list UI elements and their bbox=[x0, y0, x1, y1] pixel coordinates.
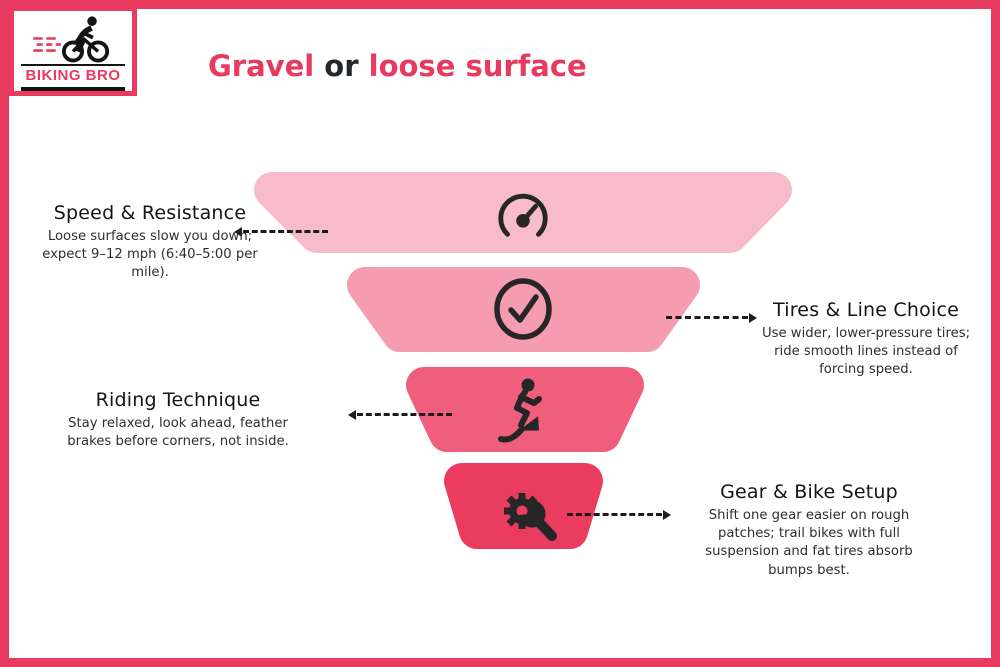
tier-3-arrow bbox=[348, 409, 452, 420]
tier-1-arrow bbox=[234, 226, 328, 237]
funnel-tier-1-shape bbox=[254, 172, 792, 253]
tier-1-heading: Speed & Resistance bbox=[53, 202, 247, 224]
cyclist-icon bbox=[33, 16, 110, 63]
logo-brand-text: BIKING BRO bbox=[25, 67, 121, 85]
funnel-diagram bbox=[254, 172, 792, 549]
gear-hole bbox=[516, 505, 528, 517]
tier-1-description: Loose surfaces slow you down; expect 9–1… bbox=[42, 229, 258, 281]
speedometer-icon bbox=[498, 193, 548, 237]
tier-4-arrow bbox=[567, 509, 671, 520]
tier-2-heading: Tires & Line Choice bbox=[773, 299, 959, 321]
title-part-3: loose surface bbox=[368, 49, 587, 83]
check-circle-icon bbox=[494, 278, 552, 340]
tier-3-text-block: Riding Technique Stay relaxed, look ahea… bbox=[62, 389, 294, 451]
title-part-1: Gravel bbox=[208, 49, 315, 83]
tier-1-text-block: Speed & Resistance Loose surfaces slow y… bbox=[31, 202, 269, 283]
tier-4-description: Shift one gear easier on rough patches; … bbox=[705, 508, 913, 578]
title-part-2: or bbox=[324, 49, 359, 83]
tier-4-heading: Gear & Bike Setup bbox=[720, 481, 898, 503]
tier-4-text-block: Gear & Bike Setup Shift one gear easier … bbox=[695, 481, 923, 580]
gear-wrench-icon bbox=[504, 493, 557, 541]
funnel-tier-2-shape bbox=[347, 267, 700, 352]
brand-logo: BIKING BRO bbox=[9, 9, 137, 96]
rider-icon bbox=[498, 378, 542, 443]
tier-2-description: Use wider, lower-pressure tires; ride sm… bbox=[761, 326, 971, 378]
tier-3-description: Stay relaxed, look ahead, feather brakes… bbox=[67, 416, 289, 450]
tier-2-text-block: Tires & Line Choice Use wider, lower-pre… bbox=[750, 299, 982, 380]
tier-3-heading: Riding Technique bbox=[95, 389, 261, 411]
logo-divider-top bbox=[21, 63, 125, 67]
logo-divider-bottom bbox=[21, 87, 125, 91]
page-title: Gravel or loose surface bbox=[208, 49, 587, 83]
tier-2-arrow bbox=[666, 312, 757, 323]
